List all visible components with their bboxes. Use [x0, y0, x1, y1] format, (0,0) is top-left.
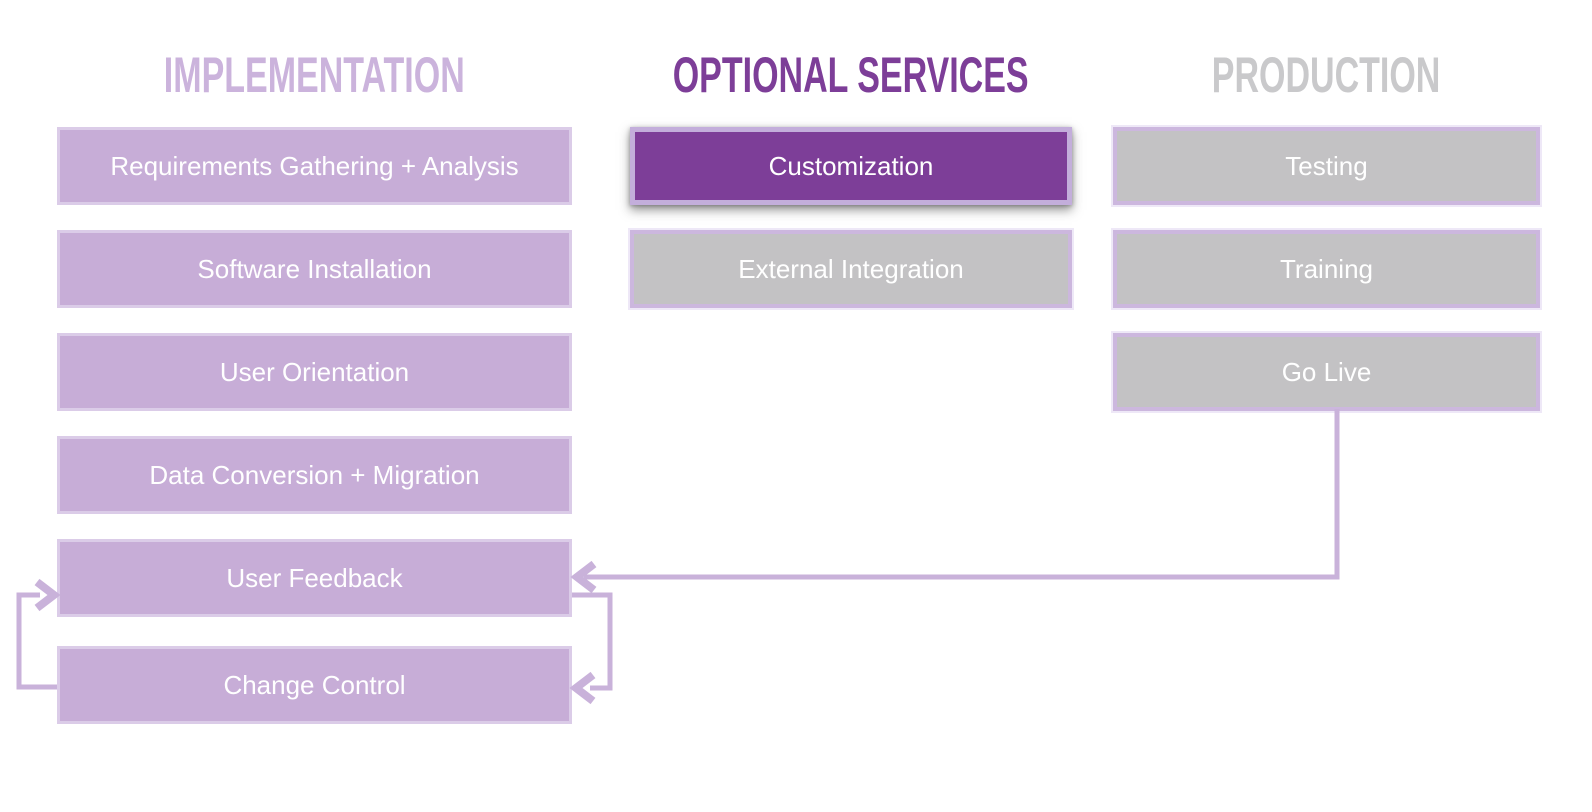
arrowhead-into-user-feedback-left	[34, 578, 61, 612]
column-title-optional-services: OPTIONAL SERVICES	[630, 48, 1072, 102]
connector-left-loop-line	[16, 592, 57, 690]
box-training[interactable]: Training	[1113, 230, 1540, 308]
column-title-optional-services-text: OPTIONAL SERVICES	[673, 47, 1029, 103]
connector-right-loop-line	[572, 592, 613, 691]
box-external-integration[interactable]: External Integration	[630, 230, 1072, 308]
box-testing[interactable]: Testing	[1113, 127, 1540, 205]
box-software-installation[interactable]: Software Installation	[57, 230, 572, 308]
box-data-conversion-migration[interactable]: Data Conversion + Migration	[57, 436, 572, 514]
column-title-implementation: IMPLEMENTATION	[57, 48, 572, 102]
connector-go-live-line	[584, 409, 1340, 580]
arrowhead-into-user-feedback-right	[570, 560, 597, 594]
column-title-production-text: PRODUCTION	[1212, 47, 1441, 103]
arrowhead-into-change-control-right	[569, 671, 596, 705]
box-change-control[interactable]: Change Control	[57, 646, 572, 724]
column-title-production: PRODUCTION	[1113, 48, 1540, 102]
connector-user-feedback-to-change-control	[569, 592, 613, 705]
connector-go-live-to-user-feedback	[570, 409, 1340, 594]
box-customization[interactable]: Customization	[630, 127, 1072, 205]
box-user-orientation[interactable]: User Orientation	[57, 333, 572, 411]
box-requirements-gathering-analysis[interactable]: Requirements Gathering + Analysis	[57, 127, 572, 205]
connector-change-control-to-user-feedback	[16, 578, 61, 690]
column-title-implementation-text: IMPLEMENTATION	[164, 47, 465, 103]
box-go-live[interactable]: Go Live	[1113, 333, 1540, 411]
box-user-feedback[interactable]: User Feedback	[57, 539, 572, 617]
